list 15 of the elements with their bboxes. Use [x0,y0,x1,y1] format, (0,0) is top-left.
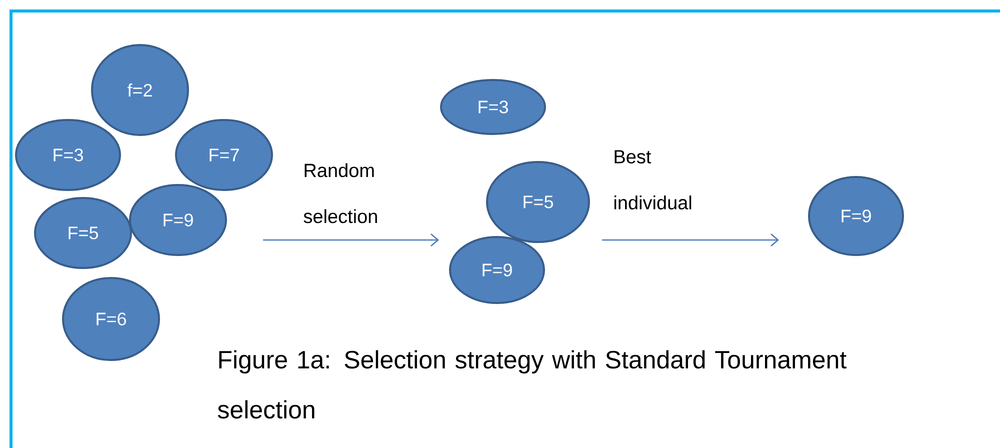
ellipse-node: F=5 [486,161,590,243]
ellipse-node: F=9 [129,184,227,256]
ellipse-node: F=3 [15,119,121,191]
ellipse-node: F=5 [34,197,132,269]
edge-label: Random selection [304,163,377,224]
arrow [263,234,439,246]
ellipse-node: F=7 [175,119,273,191]
caption: Figure 1a: Selection strategy with Standard Tournament selection [218,350,846,419]
edge-label: Best individual [614,150,692,210]
ellipse-node: F=3 [440,79,546,135]
ellipse-node: F=9 [808,176,904,256]
arrow [602,234,779,246]
ellipse-node: F=9 [449,236,545,304]
ellipse-node: f=2 [91,44,189,136]
ellipse-node: F=6 [62,277,160,361]
